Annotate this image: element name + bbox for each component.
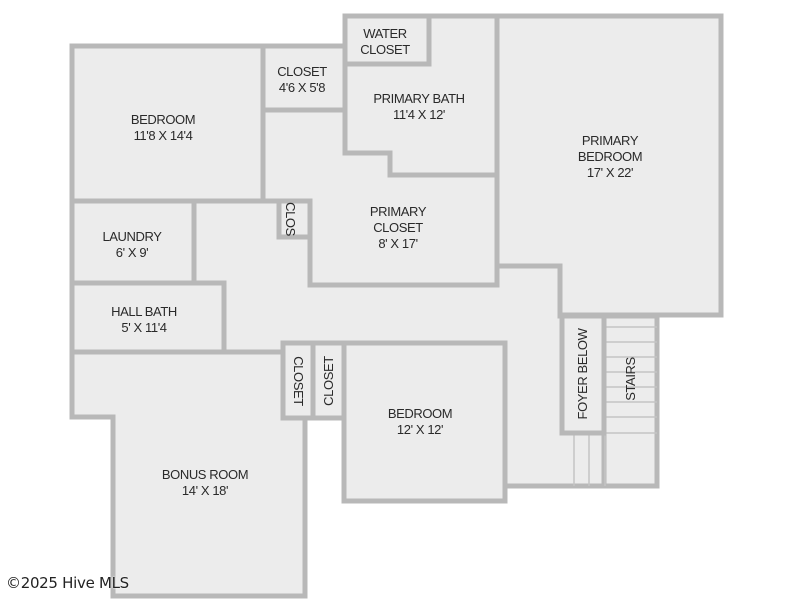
room-name: PRIMARY BATH: [373, 91, 464, 106]
room-name: CLOSET: [277, 64, 327, 79]
room-name-line1: WATER: [363, 26, 407, 41]
stairs-block[interactable]: [601, 313, 660, 489]
label-clos-small: CLOS: [283, 202, 298, 237]
room-name: BONUS ROOM: [162, 467, 248, 482]
label-closet-right: CLOSET: [321, 356, 336, 406]
room-hall-bath[interactable]: [69, 280, 227, 355]
room-size: 11'4 X 12': [393, 107, 445, 122]
room-name: CLOSET: [291, 356, 306, 406]
room-size: 17' X 22': [587, 165, 633, 180]
room-size: 4'6 X 5'8: [279, 80, 325, 95]
label-laundry: LAUNDRY 6' X 9': [102, 229, 162, 260]
room-clos-small[interactable]: [276, 198, 313, 240]
room-name: CLOSET: [321, 356, 336, 406]
room-name-line2: CLOSET: [373, 220, 423, 235]
label-bedroom-nw: BEDROOM 11'8 X 14'4: [131, 112, 196, 143]
area-name: FOYER BELOW: [575, 327, 590, 419]
label-primary-closet: PRIMARY CLOSET 8' X 17': [370, 204, 427, 251]
room-laundry[interactable]: [69, 198, 197, 286]
room-name: LAUNDRY: [102, 229, 162, 244]
room-size: 14' X 18': [182, 483, 228, 498]
room-size: 8' X 17': [378, 236, 417, 251]
room-name: BEDROOM: [388, 406, 452, 421]
room-water-closet[interactable]: [342, 13, 432, 67]
room-name-line2: CLOSET: [360, 42, 410, 57]
room-bedroom-nw[interactable]: [69, 43, 266, 204]
label-stairs: STAIRS: [623, 356, 638, 400]
room-name: CLOS: [283, 202, 298, 237]
room-name: HALL BATH: [111, 304, 177, 319]
label-bedroom-south: BEDROOM 12' X 12': [388, 406, 453, 437]
room-closet-left[interactable]: [280, 340, 316, 421]
copyright-watermark: ©2025 Hive MLS: [6, 574, 129, 592]
label-foyer-below: FOYER BELOW: [575, 327, 590, 419]
room-size: 11'8 X 14'4: [134, 128, 193, 143]
room-name-line2: BEDROOM: [578, 149, 642, 164]
room-size: 6' X 9': [116, 245, 149, 260]
foyer-below[interactable]: [559, 313, 607, 436]
room-size: 5' X 11'4: [121, 320, 166, 335]
label-primary-bedroom: PRIMARY BEDROOM 17' X 22': [578, 133, 643, 180]
room-size: 12' X 12': [397, 422, 443, 437]
label-water-closet: WATER CLOSET: [360, 26, 410, 57]
label-closet-top: CLOSET 4'6 X 5'8: [277, 64, 327, 95]
label-bonus-room: BONUS ROOM 14' X 18': [162, 467, 249, 498]
room-closet-right[interactable]: [310, 340, 347, 421]
room-bedroom-south[interactable]: [341, 340, 508, 504]
area-name: STAIRS: [623, 356, 638, 400]
room-name-line1: PRIMARY: [582, 133, 639, 148]
room-name: BEDROOM: [131, 112, 195, 127]
label-hall-bath: HALL BATH 5' X 11'4: [111, 304, 177, 335]
stair-treads: [573, 326, 657, 486]
label-primary-bath: PRIMARY BATH 11'4 X 12': [373, 91, 465, 122]
label-closet-left: CLOSET: [291, 356, 306, 406]
room-name-line1: PRIMARY: [370, 204, 427, 219]
